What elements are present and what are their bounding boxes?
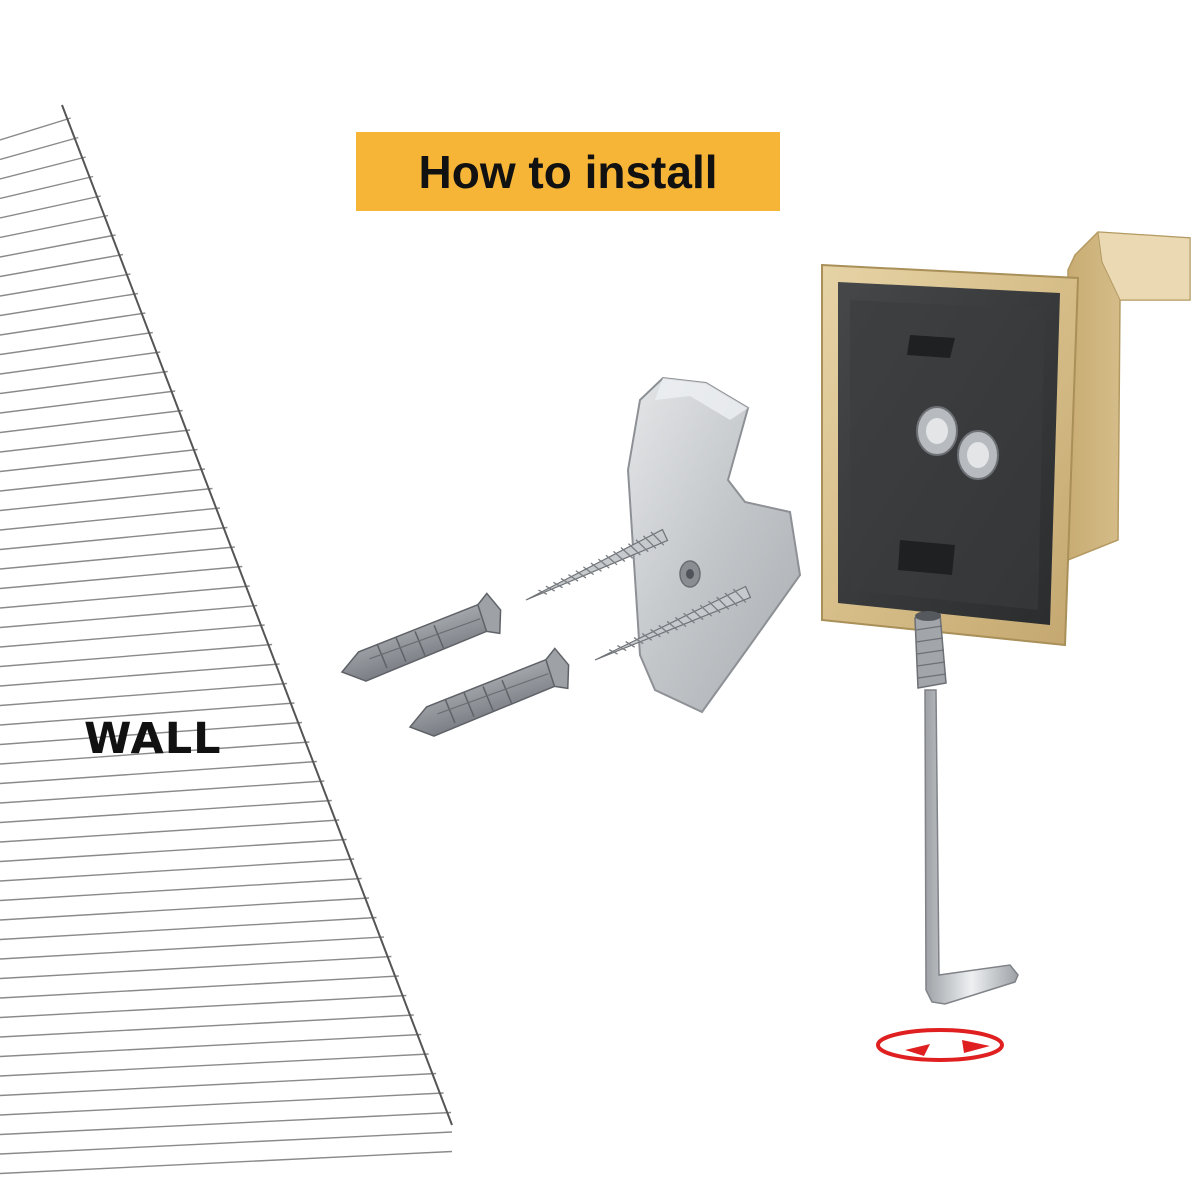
install-title-banner: How to install (356, 132, 780, 211)
allen-key-icon (924, 689, 1019, 1005)
towel-hook-icon (821, 231, 1191, 647)
wall-label: WALL (84, 714, 222, 764)
wood-screw-icon (525, 528, 752, 661)
rotate-arrow-icon (876, 1028, 1004, 1062)
wall-surface (0, 104, 453, 1175)
install-title: How to install (418, 145, 718, 198)
set-screw-icon (914, 611, 947, 689)
wall-anchor-icon (340, 592, 570, 737)
